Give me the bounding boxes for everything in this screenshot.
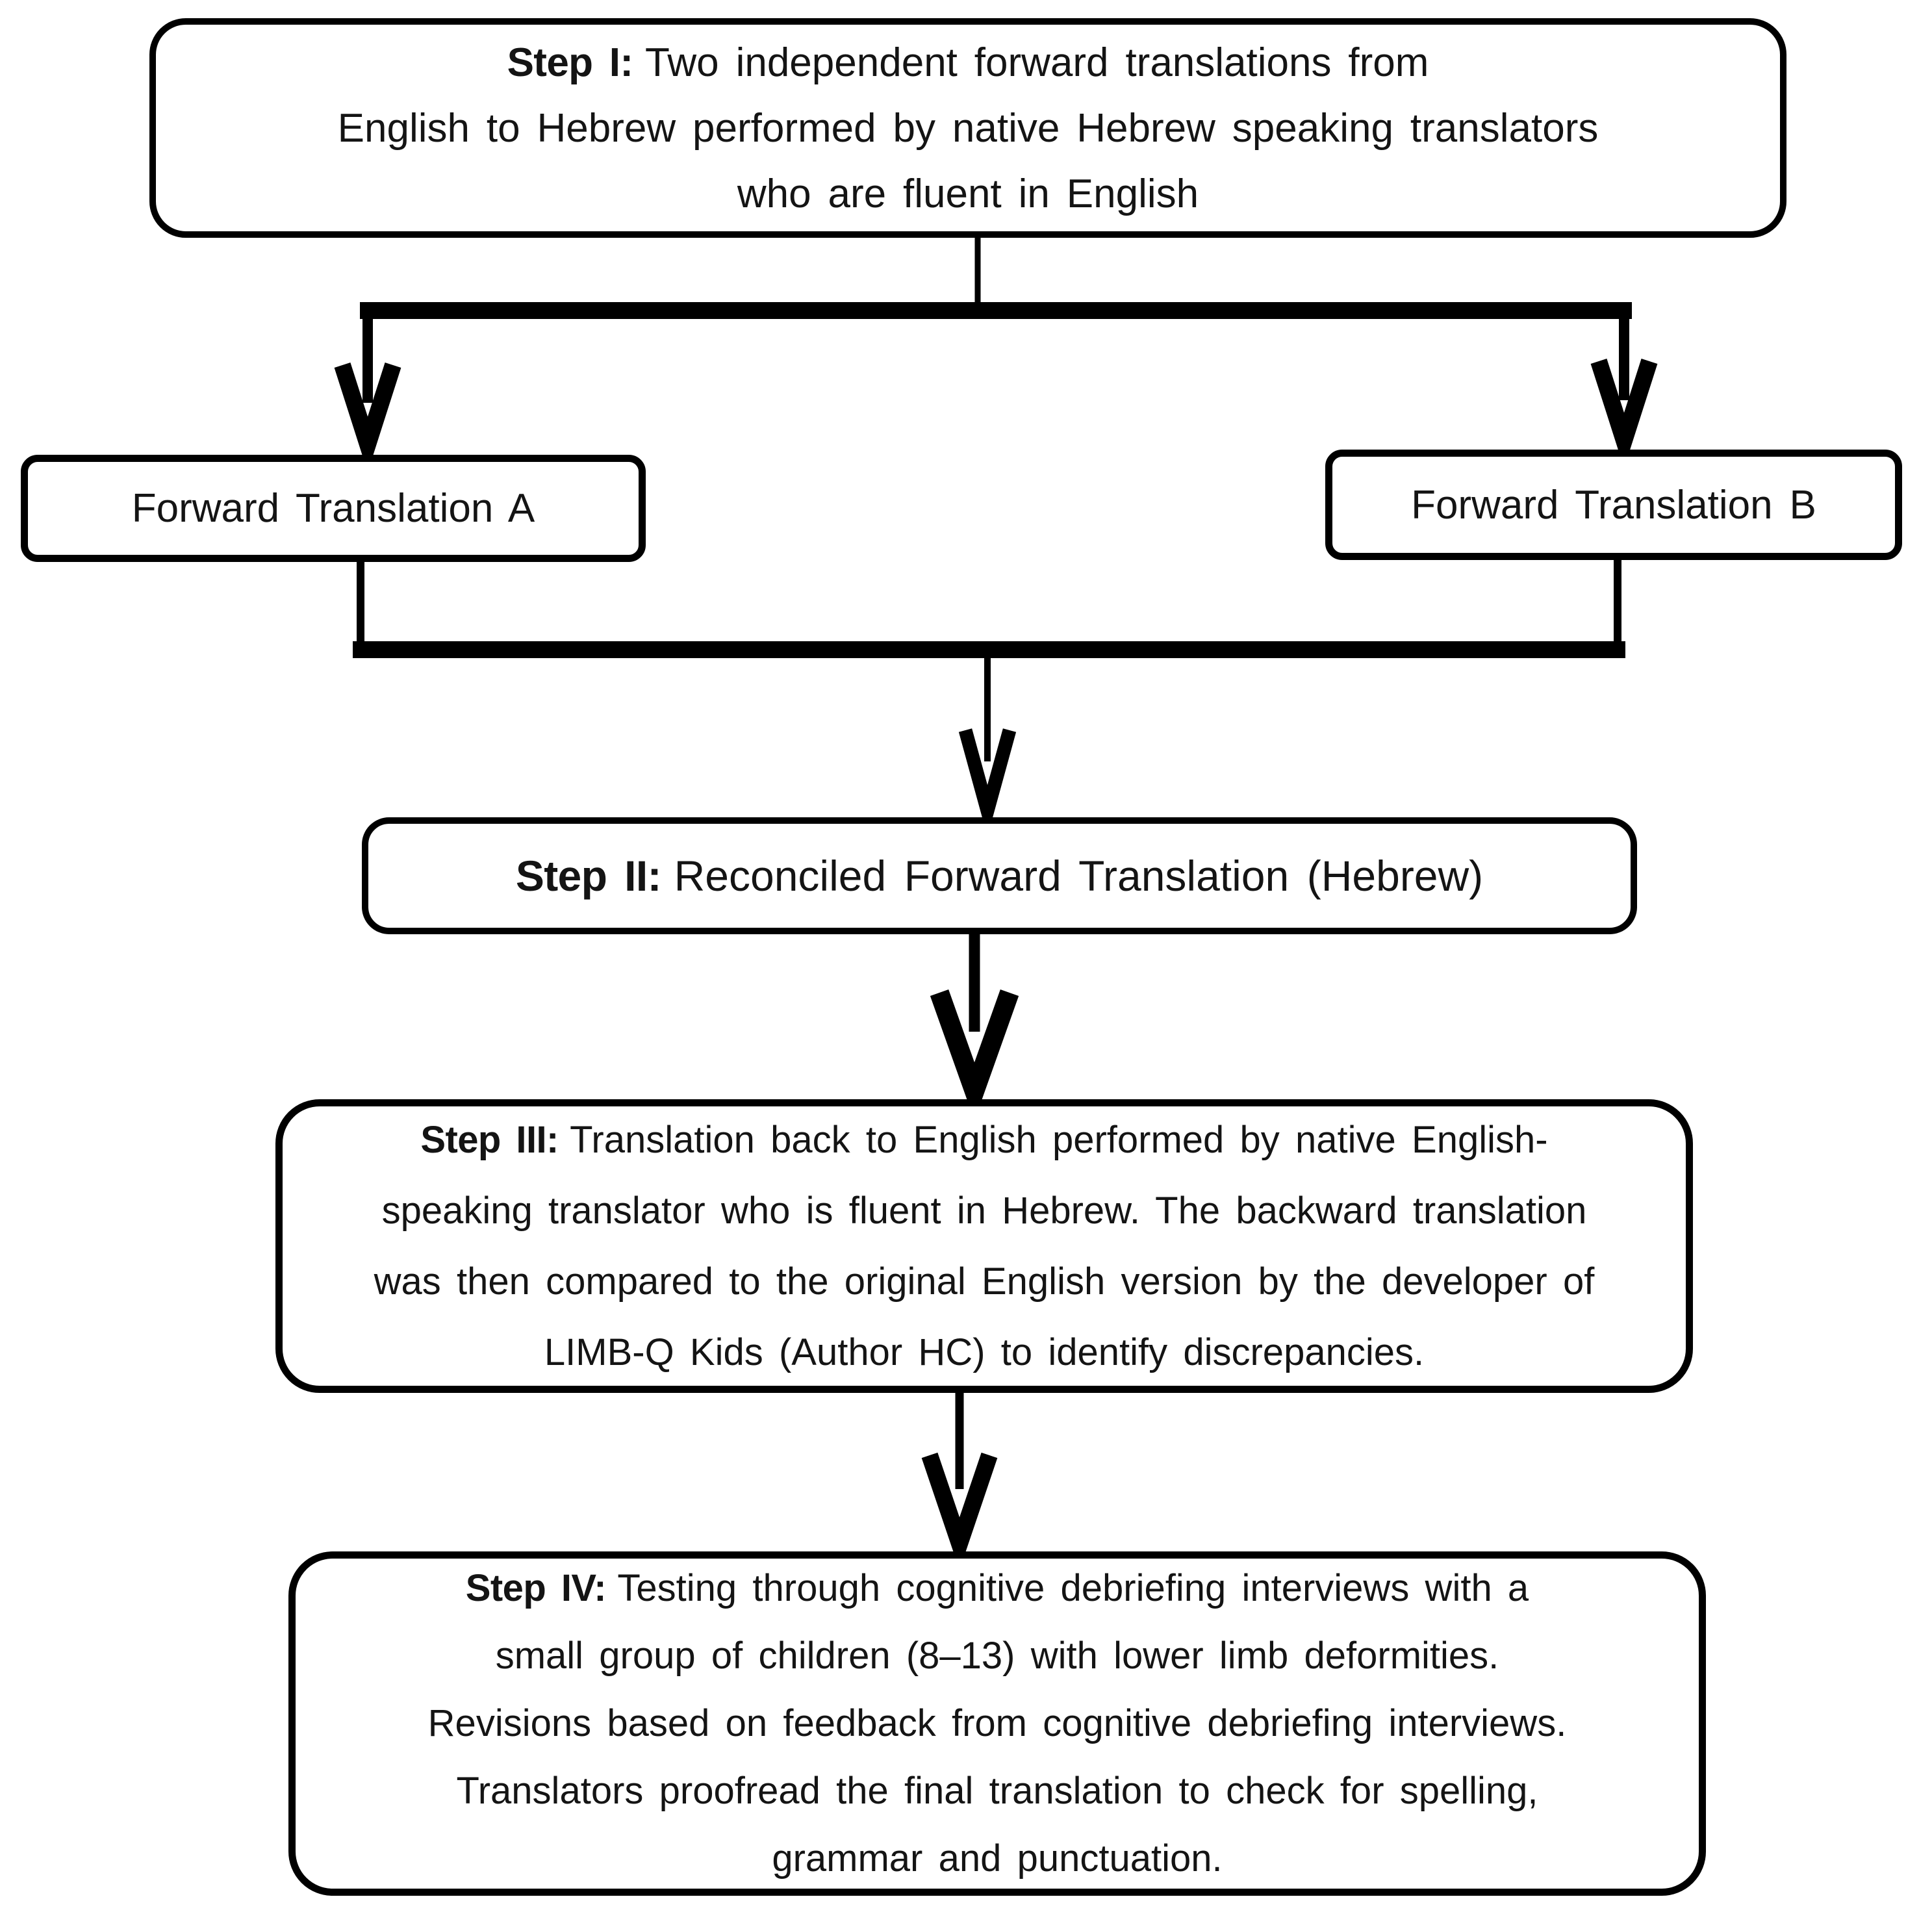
forward-translation-a-label: Forward Translation A (131, 486, 535, 531)
arrow-down-icon-b (1590, 359, 1658, 468)
forward-translation-a-box: Forward Translation A (21, 455, 646, 562)
step4-label: Step IV: (465, 1567, 607, 1609)
arrow-down-icon-step4 (921, 1452, 998, 1570)
step2-text: Reconciled Forward Translation (Hebrew) (674, 852, 1484, 900)
step3-label: Step III: (420, 1119, 559, 1161)
arrow-down-icon-step3 (930, 989, 1019, 1121)
step1-box: Step I:Two independent forward translati… (149, 18, 1786, 238)
step3-line-4: LIMB-Q Kids (Author HC) to identify disc… (544, 1331, 1425, 1373)
step2-line-1: Step II:Reconciled Forward Translation (… (516, 851, 1483, 900)
forward-translation-b-label: Forward Translation B (1411, 482, 1816, 528)
step1-line-1: Step I:Two independent forward translati… (507, 30, 1429, 96)
forward-translation-b-box: Forward Translation B (1325, 450, 1902, 560)
step3-line-2: speaking translator who is fluent in Heb… (381, 1190, 1587, 1232)
arrow-down-icon-a (334, 363, 401, 472)
step4-text-1: Testing through cognitive debriefing int… (617, 1567, 1529, 1609)
step2-box: Step II:Reconciled Forward Translation (… (362, 817, 1637, 934)
step4-line-3: Revisions based on feedback from cogniti… (427, 1702, 1567, 1744)
step4-line-5: grammar and punctuation. (772, 1837, 1223, 1880)
step1-label: Step I: (507, 40, 633, 85)
step1-line-3: who are fluent in English (737, 171, 1199, 216)
arrow-down-icon-step2 (958, 728, 1017, 837)
step1-text-1: Two independent forward translations fro… (644, 40, 1429, 85)
step4-line-4: Translators proofread the final translat… (456, 1770, 1538, 1812)
step3-box: Step III: Translation back to English per… (275, 1099, 1693, 1393)
step1-line-2: English to Hebrew performed by native He… (337, 105, 1599, 151)
step4-box: Step IV:Testing through cognitive debrie… (288, 1551, 1706, 1896)
step3-line-1: Step III: Translation back to English per… (420, 1104, 1547, 1175)
step2-label: Step II: (515, 852, 662, 900)
step3-text-1: Translation back to English performed by… (570, 1119, 1548, 1161)
step4-line-1: Step IV:Testing through cognitive debrie… (466, 1555, 1529, 1622)
step4-line-2: small group of children (8–13) with lowe… (495, 1635, 1499, 1677)
step3-line-3: was then compared to the original Englis… (374, 1260, 1595, 1303)
